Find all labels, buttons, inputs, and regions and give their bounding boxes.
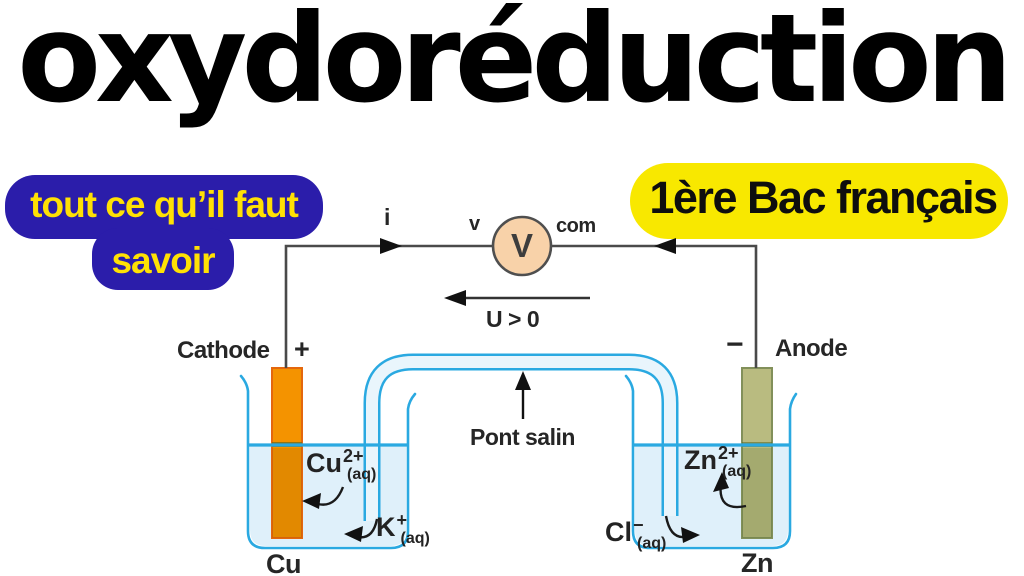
voltmeter-circle	[491, 215, 553, 277]
anode-sign: −	[726, 328, 744, 361]
zinc-metal-label: Zn	[741, 548, 774, 576]
left-beaker-outline	[239, 374, 417, 550]
voltage-arrow-head	[444, 290, 466, 306]
k-ion-arrow-head	[344, 526, 363, 542]
left-wire	[284, 244, 493, 368]
chloride-ion-state: (aq)	[637, 535, 667, 552]
zinc-ion-state: (aq)	[722, 463, 752, 480]
salt-bridge-arrow-head	[515, 371, 531, 390]
level-badge-label: 1ère Bac français	[649, 172, 998, 223]
zn-ion-arrow-head	[713, 472, 729, 492]
copper-ion-stack: 2+ (aq)	[343, 447, 376, 483]
cl-ion-arrow-curve	[664, 515, 685, 539]
potassium-ion-state: (aq)	[400, 530, 430, 547]
voltmeter-letter: V	[510, 227, 533, 264]
copper-electrode-submerged-tint	[272, 448, 302, 538]
potassium-ion-label: K + (aq)	[376, 511, 430, 547]
right-beaker-outline	[624, 374, 798, 550]
salt-bridge-label: Pont salin	[470, 424, 575, 450]
potassium-ion-stack: + (aq)	[397, 511, 430, 547]
salt-bridge-tube-fill	[366, 356, 676, 521]
voltmeter-left-terminal-label: v	[469, 213, 480, 235]
chloride-ion-charge: −	[633, 515, 644, 535]
cathode-sign: +	[294, 334, 310, 364]
chloride-ion-label: Cl − (aq)	[605, 516, 666, 552]
cu-ion-arrow-curve	[317, 486, 345, 506]
chloride-ion-stack: − (aq)	[633, 516, 666, 552]
page-title: oxydoréduction	[17, 0, 1012, 130]
current-arrow-left	[380, 238, 402, 254]
topic-badge-line1: tout ce qu’il faut	[30, 184, 299, 225]
potassium-ion-base: K	[376, 512, 396, 542]
copper-ion-base: Cu	[306, 448, 342, 478]
copper-ion-state: (aq)	[347, 466, 377, 483]
potassium-ion-charge: +	[396, 510, 408, 530]
current-arrow-right	[654, 238, 676, 254]
copper-ion-label: Cu 2+ (aq)	[306, 447, 376, 483]
zinc-ion-charge: 2+	[718, 443, 739, 463]
current-label: i	[384, 204, 390, 230]
zinc-ion-label: Zn 2+ (aq)	[684, 444, 751, 480]
copper-ion-charge: 2+	[343, 446, 364, 466]
voltmeter-right-terminal-label: com	[556, 215, 596, 237]
cathode-label: Cathode	[177, 337, 270, 364]
zinc-ion-base: Zn	[684, 445, 717, 475]
copper-metal-label: Cu	[266, 549, 302, 576]
level-badge-background	[630, 163, 1008, 239]
topic-badge-line2: savoir	[111, 240, 215, 281]
topic-badge-background-tail	[92, 228, 234, 290]
zinc-electrode-submerged-tint	[742, 448, 772, 538]
cl-ion-arrow-head	[681, 527, 700, 543]
chloride-ion-base: Cl	[605, 517, 632, 547]
zinc-ion-stack: 2+ (aq)	[718, 444, 751, 480]
anode-label: Anode	[775, 335, 848, 362]
right-wire	[551, 244, 758, 368]
voltage-label: U > 0	[486, 306, 540, 332]
cu-ion-arrow-head	[302, 493, 321, 509]
